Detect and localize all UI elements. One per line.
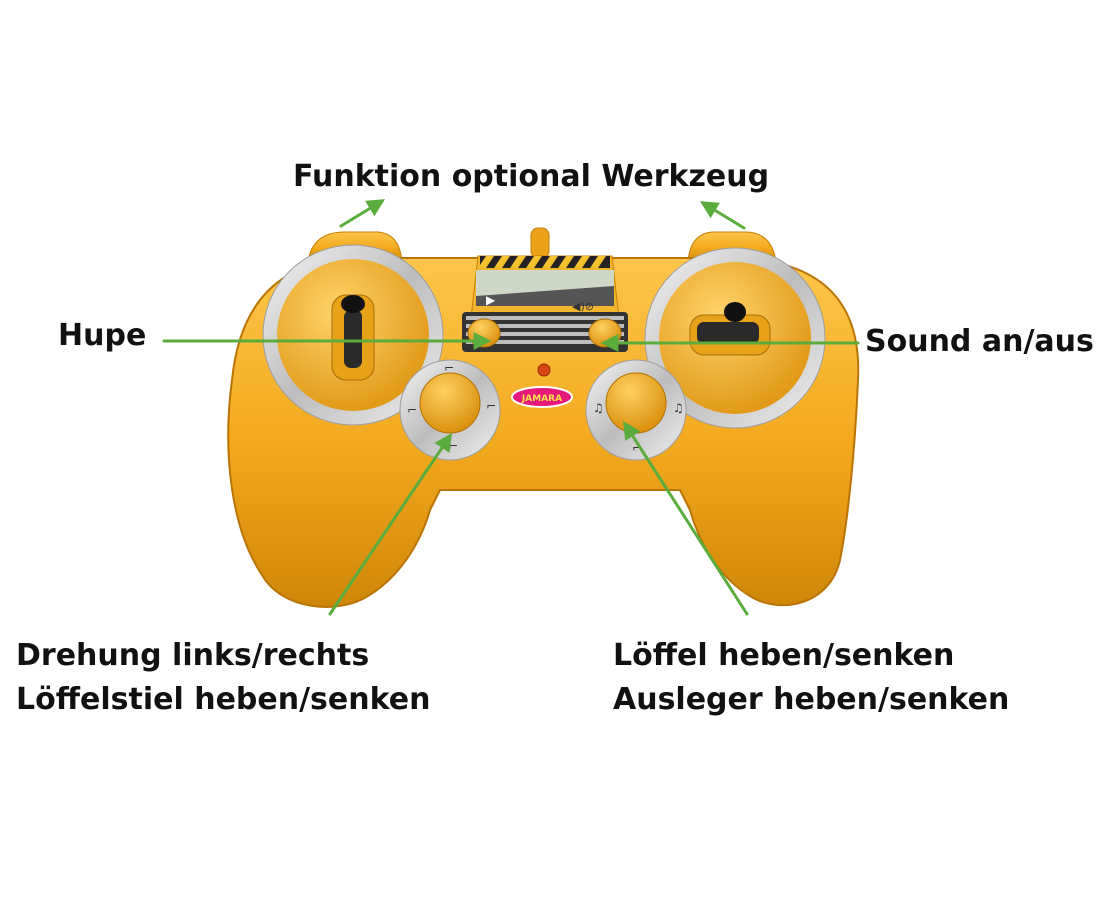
label-sound-toggle: Sound an/aus [865, 324, 1094, 359]
callout-arrows [162, 199, 860, 616]
right-rotary-knob[interactable] [605, 372, 667, 434]
horn-button[interactable] [467, 318, 501, 348]
display-road [476, 286, 614, 306]
left-rotary-icons: ⌐ ⌐ ⌐ ⌐ [407, 361, 496, 453]
label-optional-tool-function: Funktion optional Werkzeug [293, 159, 770, 194]
svg-text:⌐: ⌐ [448, 439, 458, 453]
label-dipper-arm: Löffelstiel heben/senken [16, 682, 431, 717]
left-stick-shaft[interactable] [344, 310, 362, 368]
svg-text:♫: ♫ [593, 401, 604, 415]
arrow-left-shoulder [339, 199, 386, 228]
svg-text:⌐: ⌐ [632, 441, 642, 455]
left-stick-knob[interactable] [341, 295, 365, 313]
left-rotary-knob[interactable] [419, 372, 481, 434]
label-bucket: Löffel heben/senken [613, 638, 955, 673]
antenna [530, 227, 550, 259]
svg-text:⌐: ⌐ [444, 361, 454, 375]
arrow-right-rotary [623, 420, 749, 616]
svg-text:⌐: ⌐ [486, 399, 496, 413]
arrow-left-rotary [328, 433, 453, 616]
label-right-rotary: Löffel heben/senken Ausleger heben/senke… [613, 634, 1009, 722]
sound-symbol: ◀)⊘ [572, 300, 594, 313]
label-horn: Hupe [58, 318, 147, 353]
svg-text:⌐: ⌐ [407, 403, 417, 417]
right-stick-knob[interactable] [724, 302, 746, 322]
power-led [537, 363, 551, 377]
hazard-stripes-yellow [478, 256, 606, 268]
brand-logo-text: JAMARA [521, 394, 562, 404]
horn-symbol: ▶ [486, 293, 496, 307]
label-left-rotary: Drehung links/rechts Löffelstiel heben/s… [16, 634, 430, 722]
label-rotation: Drehung links/rechts [16, 638, 370, 673]
right-rotary-icons: ♫ ♫ ⌐ [593, 401, 684, 455]
grille-bars [466, 316, 624, 344]
brand-logo [511, 386, 573, 408]
label-boom: Ausleger heben/senken [613, 682, 1010, 717]
svg-text:♫: ♫ [673, 401, 684, 415]
arrow-right-shoulder [699, 201, 746, 230]
right-stick-shaft[interactable] [697, 322, 759, 344]
